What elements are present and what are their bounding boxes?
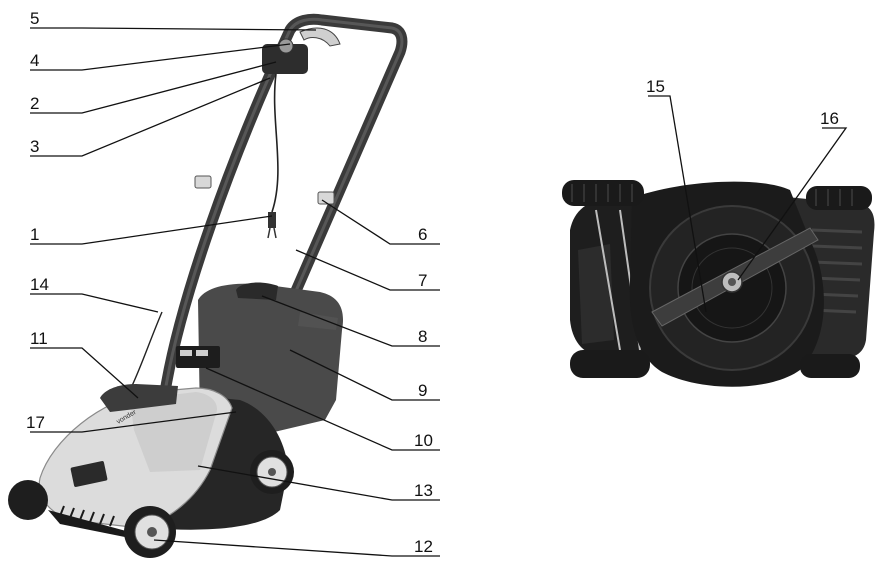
underside-illustration (562, 180, 875, 387)
callout-5: 5 (30, 9, 39, 28)
leader-lines (30, 27, 848, 557)
callout-8: 8 (418, 327, 427, 346)
front-wheel-right (124, 506, 176, 558)
safety-lever (299, 27, 341, 47)
switch-button (278, 38, 294, 54)
callout-6: 6 (418, 225, 427, 244)
underside-wheel-top-left (562, 180, 644, 206)
lawnmower-illustration: vonder (8, 13, 408, 558)
callout-3: 3 (30, 137, 39, 156)
callout-numbers: 5 4 2 3 1 14 11 17 6 7 8 9 10 13 12 15 1… (26, 9, 839, 556)
callout-7: 7 (418, 271, 427, 290)
callout-14: 14 (30, 275, 49, 294)
front-wheel-left (8, 480, 48, 520)
underside-wheel-top-right (806, 186, 872, 210)
callout-11: 11 (30, 329, 48, 348)
power-cable (271, 73, 279, 213)
callout-1: 1 (30, 225, 39, 244)
rating-label (176, 346, 220, 368)
callout-4: 4 (30, 51, 39, 70)
callout-12: 12 (414, 537, 433, 556)
callout-2: 2 (30, 94, 39, 113)
handle-clamp-right (317, 191, 335, 205)
underside-wheel-bottom-left (570, 350, 650, 378)
callout-9: 9 (418, 381, 427, 400)
callout-16: 16 (820, 109, 839, 128)
handle-clamp-left (194, 175, 212, 189)
switch-box (262, 44, 308, 74)
callout-13: 13 (414, 481, 433, 500)
callout-17: 17 (26, 413, 45, 432)
callout-10: 10 (414, 431, 433, 450)
underside-wheel-bottom-right (800, 354, 860, 378)
callout-15: 15 (646, 77, 665, 96)
height-adjust-lever (100, 384, 178, 412)
rear-wheel (250, 450, 294, 494)
grass-box-handle (236, 282, 278, 300)
power-plug (268, 212, 276, 228)
